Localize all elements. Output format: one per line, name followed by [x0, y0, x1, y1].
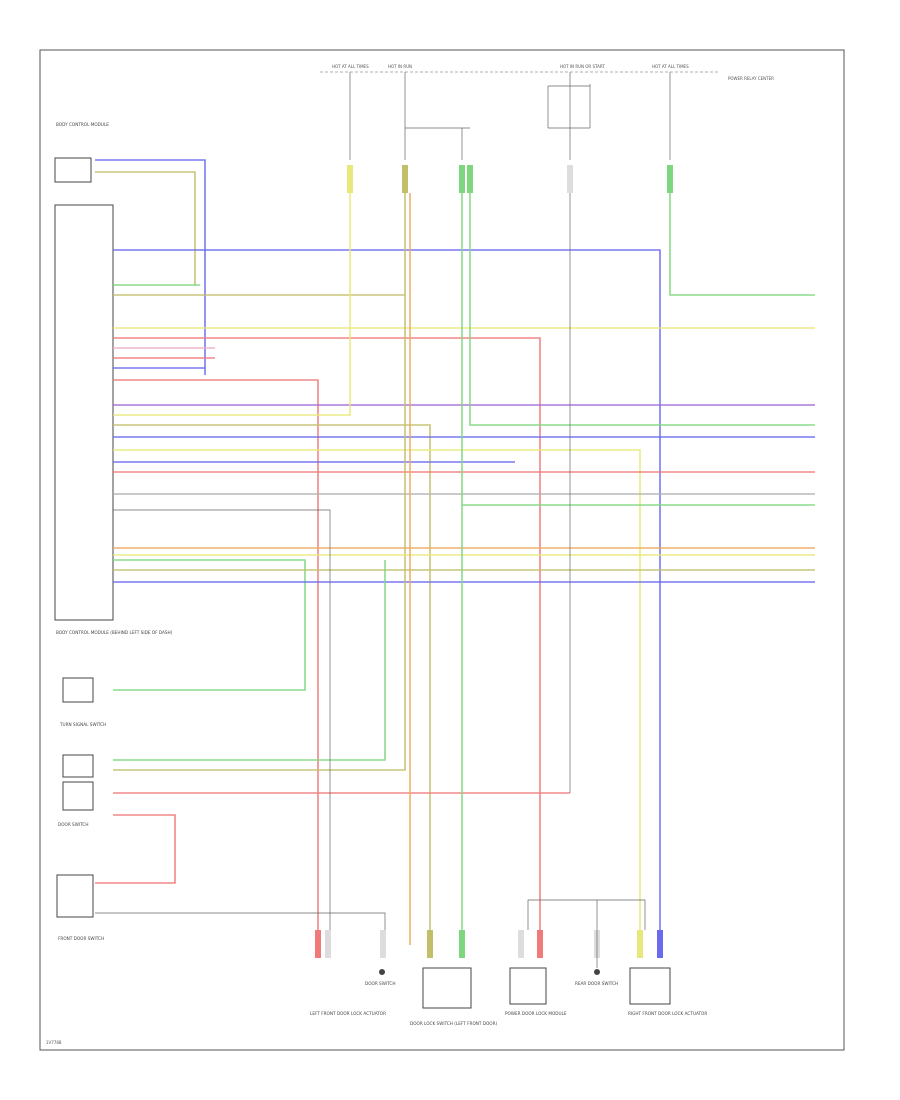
component-label-3: FRONT DOOR SWITCH [58, 936, 104, 941]
top-fuse-labels: HOT AT ALL TIMES HOT IN RUN HOT IN RUN O… [332, 64, 774, 81]
component-label-1: TURN SIGNAL SWITCH [59, 722, 106, 727]
front-door-switch [56, 874, 94, 918]
fuse-label-4: HOT AT ALL TIMES [652, 64, 689, 69]
door-lock-switch [422, 967, 472, 1009]
bottom-connectors [315, 930, 663, 958]
module-caption: BODY CONTROL MODULE (BEHIND LEFT SIDE OF… [56, 630, 173, 635]
fuse-label-1: HOT AT ALL TIMES [332, 64, 369, 69]
right-note: POWER RELAY CENTER [728, 76, 774, 81]
fuse-connectors [347, 165, 673, 193]
left-components: TURN SIGNAL SWITCH DOOR SWITCH FRONT DOO… [56, 677, 106, 941]
body-control-module [54, 204, 114, 621]
door-switch [62, 781, 94, 811]
footer-code: 1V7788 [46, 1040, 62, 1045]
bottom-caption-2: DOOR SWITCH [365, 981, 395, 986]
fuse-label-2: HOT IN RUN [388, 64, 412, 69]
turn-signal-switch [62, 677, 94, 703]
fuse-label-3: HOT IN RUN OR START [560, 64, 605, 69]
fuse-drops [349, 72, 671, 160]
bottom-caption-4: POWER DOOR LOCK MODULE [505, 1011, 567, 1016]
diagram-frame [39, 49, 845, 1051]
right-door-lock-actuator [629, 967, 671, 1005]
bottom-caption-6: RIGHT FRONT DOOR LOCK ACTUATOR [628, 1011, 707, 1016]
power-door-lock-module [509, 967, 547, 1005]
bottom-components: LEFT FRONT DOOR LOCK ACTUATOR DOOR SWITC… [310, 899, 707, 1026]
bottom-caption-3: DOOR LOCK SWITCH (LEFT FRONT DOOR) [410, 1021, 497, 1026]
top-left-connector [54, 157, 92, 183]
top-left-label: BODY CONTROL MODULE [56, 122, 109, 127]
bottom-caption-5: REAR DOOR SWITCH [575, 981, 618, 986]
module-wires [95, 159, 815, 945]
bottom-caption-1: LEFT FRONT DOOR LOCK ACTUATOR [310, 1011, 386, 1016]
component-label-2: DOOR SWITCH [58, 822, 88, 827]
door-switch-box [62, 754, 94, 778]
